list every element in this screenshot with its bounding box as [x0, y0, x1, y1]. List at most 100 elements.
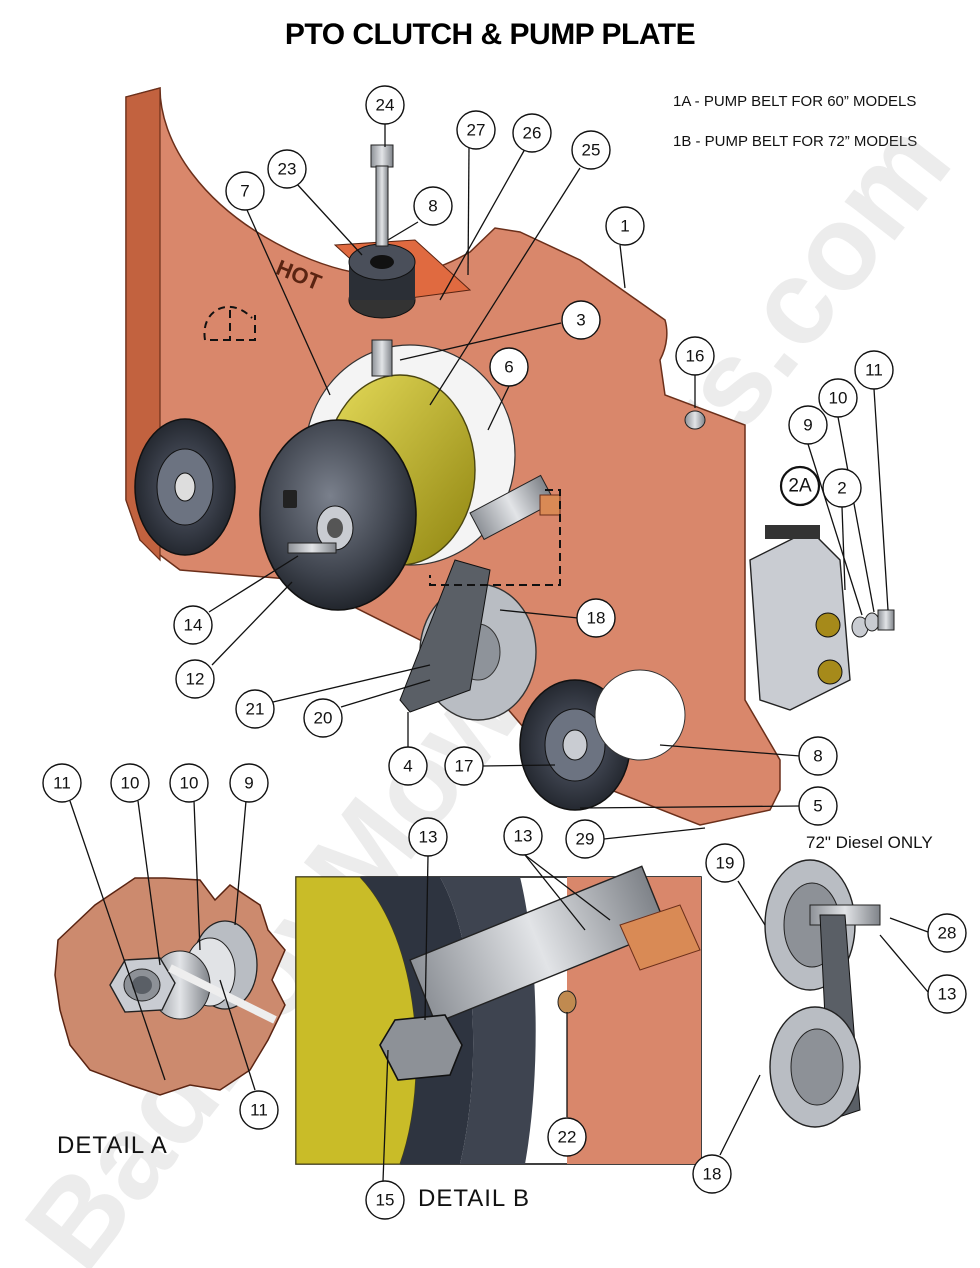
callout-15: 15 [365, 1180, 405, 1220]
svg-text:2: 2 [837, 479, 846, 498]
pump-pulley [519, 679, 631, 811]
callout-24: 24 [365, 85, 405, 125]
callout-7: 7 [225, 171, 265, 211]
callout-26: 26 [512, 113, 552, 153]
belt-path [210, 310, 561, 586]
svg-text:14: 14 [184, 616, 203, 635]
svg-text:7: 7 [240, 182, 249, 201]
callout-29: 29 [565, 819, 605, 859]
callout-23: 23 [267, 149, 307, 189]
callout-4: 4 [388, 746, 428, 786]
callout-12: 12 [175, 659, 215, 699]
callout-8-lower: 8 [798, 736, 838, 776]
callout-20: 20 [303, 698, 343, 738]
detail-a-view [54, 877, 286, 1096]
callout-13-diesel: 13 [927, 974, 967, 1014]
callout-25: 25 [571, 130, 611, 170]
callout-5: 5 [798, 786, 838, 826]
svg-text:11: 11 [250, 1101, 268, 1120]
callout-11-detail-a-bottom: 11 [239, 1090, 279, 1130]
callout-8-upper: 8 [413, 186, 453, 226]
svg-text:25: 25 [582, 141, 601, 160]
hydraulic-pump [749, 525, 851, 711]
svg-text:8: 8 [428, 197, 437, 216]
rubber-bumper [333, 239, 472, 319]
callout-2: 2 [822, 468, 862, 508]
diagram-title: PTO CLUTCH & PUMP PLATE [284, 18, 696, 51]
callout-13-detail-b-left: 13 [408, 817, 448, 857]
pump-shroud [594, 669, 686, 761]
svg-text:10: 10 [180, 774, 199, 793]
left-pulley [134, 418, 236, 556]
svg-text:4: 4 [403, 757, 412, 776]
svg-text:1: 1 [620, 217, 629, 236]
pump-fasteners [851, 609, 895, 638]
detail-a-label: DETAIL A [57, 1132, 168, 1159]
plate-nut [684, 410, 706, 430]
svg-text:29: 29 [576, 830, 595, 849]
note-pump-belt-72: 1B - PUMP BELT FOR 72” MODELS [673, 133, 918, 150]
callout-1: 1 [605, 206, 645, 246]
callout-10-detail-a-right: 10 [169, 763, 209, 803]
svg-text:11: 11 [865, 361, 883, 380]
callout-2A: 2A [779, 465, 821, 507]
svg-text:17: 17 [455, 757, 474, 776]
svg-text:2A: 2A [788, 476, 812, 497]
callout-10-detail-a-left: 10 [110, 763, 150, 803]
svg-text:23: 23 [278, 160, 297, 179]
callout-18-main: 18 [576, 598, 616, 638]
pivot-pin [469, 474, 561, 541]
callout-22: 22 [547, 1117, 587, 1157]
callout-19: 19 [705, 843, 745, 883]
svg-text:24: 24 [376, 96, 395, 115]
note-pump-belt-60: 1A - PUMP BELT FOR 60” MODELS [673, 93, 917, 110]
callout-11-detail-a-top: 11 [42, 763, 82, 803]
callout-27: 27 [456, 110, 496, 150]
detail-b-label: DETAIL B [418, 1185, 531, 1212]
callout-13-detail-b-right: 13 [503, 816, 543, 856]
svg-text:18: 18 [587, 609, 606, 628]
callout-17: 17 [444, 746, 484, 786]
svg-text:13: 13 [419, 828, 438, 847]
svg-text:8: 8 [813, 747, 822, 766]
svg-text:13: 13 [938, 985, 957, 1004]
svg-text:27: 27 [467, 121, 486, 140]
svg-text:26: 26 [523, 124, 542, 143]
svg-text:10: 10 [829, 389, 848, 408]
callout-9-detail-a: 9 [229, 763, 269, 803]
callout-3: 3 [561, 300, 601, 340]
svg-text:16: 16 [686, 347, 705, 366]
detail-b-view [295, 865, 702, 1165]
pto-clutch [259, 419, 417, 611]
svg-text:9: 9 [244, 774, 253, 793]
idler-arm [399, 559, 537, 721]
diesel-only-note: 72" Diesel ONLY [806, 833, 933, 852]
svg-text:22: 22 [558, 1128, 577, 1147]
callout-18-diesel: 18 [692, 1154, 732, 1194]
svg-text:5: 5 [813, 797, 822, 816]
leader-lines [69, 124, 929, 1182]
callout-16: 16 [675, 336, 715, 376]
callout-28: 28 [927, 913, 967, 953]
callout-21: 21 [235, 689, 275, 729]
diesel-idler-assembly [764, 859, 881, 1128]
svg-text:18: 18 [703, 1165, 722, 1184]
svg-text:11: 11 [53, 774, 71, 793]
callout-6: 6 [489, 347, 529, 387]
svg-text:15: 15 [376, 1191, 395, 1210]
svg-text:20: 20 [314, 709, 333, 728]
callout-9-pump: 9 [788, 405, 828, 445]
svg-text:6: 6 [504, 358, 513, 377]
svg-text:3: 3 [576, 311, 585, 330]
svg-text:28: 28 [938, 924, 957, 943]
callout-14: 14 [173, 605, 213, 645]
bolt-24 [370, 144, 394, 247]
callout-11-pump: 11 [854, 350, 894, 390]
svg-text:21: 21 [246, 700, 265, 719]
svg-text:10: 10 [121, 774, 140, 793]
svg-text:12: 12 [186, 670, 205, 689]
svg-text:13: 13 [514, 827, 533, 846]
rotation-arrow [203, 305, 253, 341]
bumper-spacer [371, 339, 393, 377]
